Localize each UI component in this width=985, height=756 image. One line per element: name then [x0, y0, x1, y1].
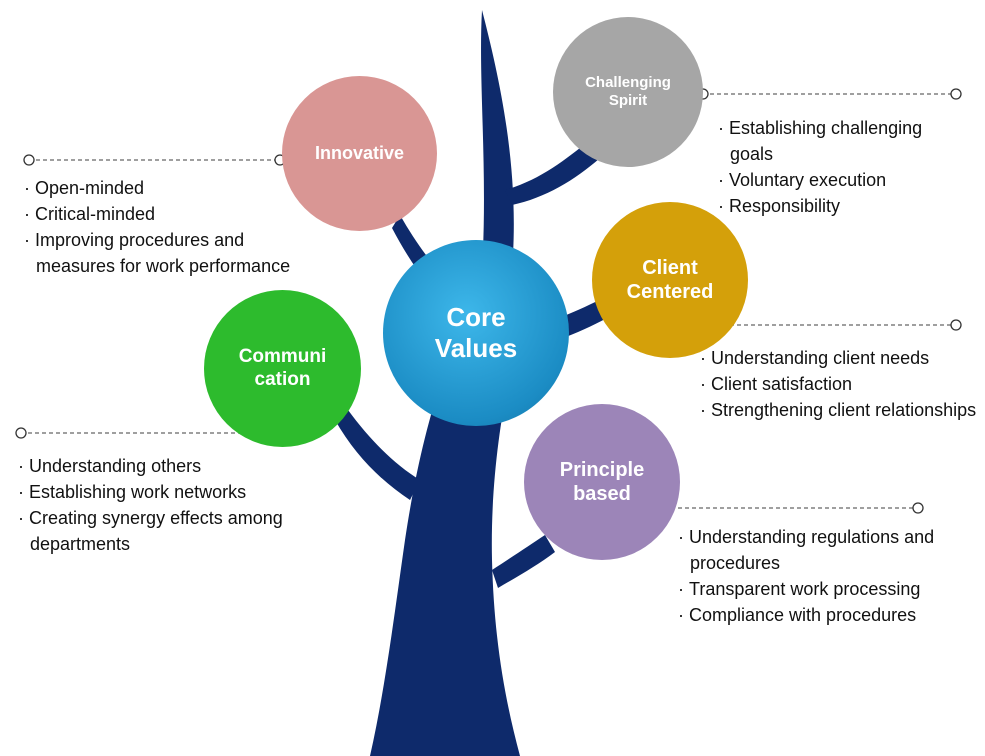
- list-item: Strengthening client relationships: [700, 397, 980, 423]
- list-item: Voluntary execution: [718, 167, 928, 193]
- branch-principle: [492, 535, 555, 588]
- client-centered-list: Understanding client needs Client satisf…: [700, 345, 980, 423]
- list-item: Compliance with procedures: [678, 602, 978, 628]
- list-item: Establishing work networks: [18, 479, 343, 505]
- branch-top: [481, 10, 514, 270]
- list-item: Client satisfaction: [700, 371, 980, 397]
- branch-challenging: [505, 140, 600, 205]
- connector-dot: [950, 319, 962, 331]
- list-item: Critical-minded: [24, 201, 294, 227]
- communication-bubble: Communi cation: [204, 290, 361, 447]
- client-centered-bubble: Client Centered: [592, 202, 748, 358]
- innovative-bubble: Innovative: [282, 76, 437, 231]
- list-item: Improving procedures and measures for wo…: [24, 227, 294, 279]
- list-item: Establishing challenging goals: [718, 115, 928, 167]
- connector-dot: [950, 88, 962, 100]
- list-item: Understanding regulations and procedures: [678, 524, 978, 576]
- list-item: Understanding others: [18, 453, 343, 479]
- list-item: Creating synergy effects among departmen…: [18, 505, 343, 557]
- principle-based-list: Understanding regulations and procedures…: [678, 524, 978, 628]
- core-values-bubble: Core Values: [383, 240, 569, 426]
- connector-dot: [912, 502, 924, 514]
- innovative-list: Open-minded Critical-minded Improving pr…: [24, 175, 294, 279]
- tree-trunk: [370, 330, 520, 756]
- list-item: Understanding client needs: [700, 345, 980, 371]
- branch-communication: [335, 410, 420, 500]
- communication-list: Understanding others Establishing work n…: [18, 453, 343, 557]
- list-item: Transparent work processing: [678, 576, 978, 602]
- list-item: Responsibility: [718, 193, 928, 219]
- challenging-spirit-list: Establishing challenging goals Voluntary…: [718, 115, 928, 219]
- principle-based-bubble: Principle based: [524, 404, 680, 560]
- connector-dot: [15, 427, 27, 439]
- connector-dot: [23, 154, 35, 166]
- list-item: Open-minded: [24, 175, 294, 201]
- challenging-spirit-bubble: Challenging Spirit: [553, 17, 703, 167]
